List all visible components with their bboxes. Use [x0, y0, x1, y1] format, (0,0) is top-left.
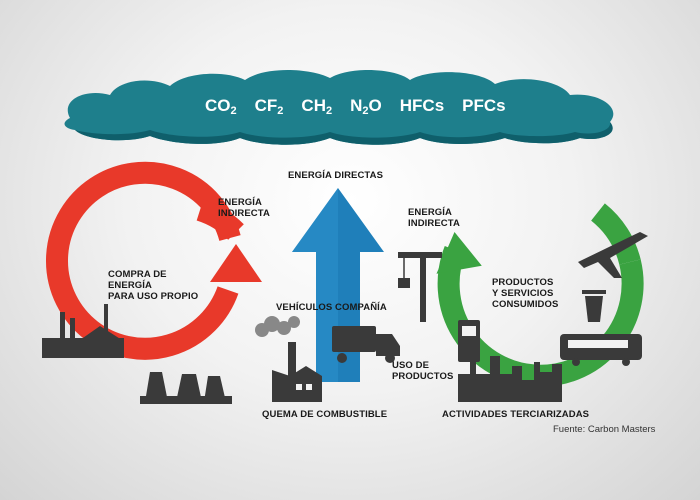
trash-can-icon	[582, 290, 606, 322]
gas-ch2: CH2	[301, 96, 333, 117]
greenhouse-gas-list: CO2 CF2 CH2 N2O HFCs PFCs	[205, 96, 535, 117]
gas-pfcs: PFCs	[462, 96, 506, 115]
label-productos-servicios: PRODUCTOS Y SERVICIOS CONSUMIDOS	[492, 277, 559, 310]
label-quema-combustible: QUEMA DE COMBUSTIBLE	[262, 409, 388, 420]
cloud	[64, 69, 614, 145]
gas-hfcs: HFCs	[399, 96, 445, 115]
truck-icon	[332, 326, 400, 363]
bus-icon	[560, 334, 642, 366]
smoke-icon	[255, 316, 300, 337]
gas-n2o: N2O	[350, 96, 382, 117]
fuel-pump-icon	[458, 320, 480, 362]
label-uso-productos: USO DE PRODUCTOS	[392, 360, 454, 382]
label-compra-energia: COMPRA DE ENERGÍA PARA USO PROPIO	[108, 269, 199, 302]
gas-cf2: CF2	[254, 96, 284, 117]
cooling-tower-icon	[140, 372, 232, 404]
factory-icon	[272, 342, 322, 402]
crane-icon	[398, 252, 442, 322]
label-actividades-terciarizadas: ACTIVIDADES TERCIARIZADAS	[442, 409, 590, 420]
source-credit: Fuente: Carbon Masters	[553, 424, 656, 435]
power-plant-icon	[42, 304, 124, 358]
label-vehiculos-compania: VEHÍCULOS COMPAÑÍA	[276, 302, 387, 313]
industrial-city-icon	[458, 356, 562, 402]
blue-direct-energy-arrow	[292, 188, 384, 382]
label-energia-indirecta-right: ENERGÍA INDIRECTA	[408, 207, 460, 229]
red-energy-cycle	[46, 161, 262, 360]
airplane-icon	[578, 232, 648, 278]
label-energia-indirecta-left: ENERGÍA INDIRECTA	[218, 197, 270, 219]
gas-co2: CO2	[205, 96, 237, 117]
label-energia-directas: ENERGÍA DIRECTAS	[288, 170, 384, 181]
